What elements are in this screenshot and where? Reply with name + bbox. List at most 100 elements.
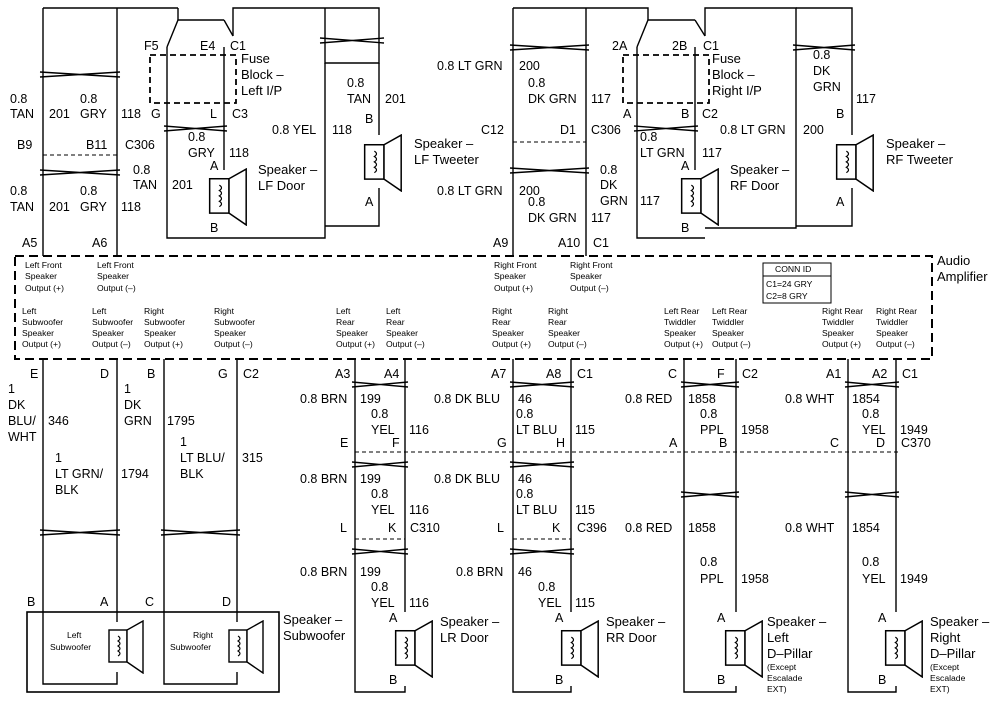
conn-c370: C370 bbox=[901, 436, 931, 450]
ld-pin-b: B bbox=[717, 673, 725, 687]
rf-door-ltgrn-size: 0.8 bbox=[640, 130, 657, 144]
lf-door-gry: GRY bbox=[188, 146, 216, 160]
sub-pin-d: D bbox=[100, 367, 109, 381]
lr-brn3: 0.8 BRN bbox=[300, 565, 347, 579]
rf-dkgrn-size: 0.8 bbox=[528, 76, 545, 90]
lr-yel3-c: 116 bbox=[409, 503, 429, 517]
amp-bl-5-2: Speaker bbox=[386, 328, 418, 338]
fuse-left-e4: E4 bbox=[200, 39, 215, 53]
amp-rf-pos-2: Speaker bbox=[494, 271, 526, 281]
rf-door-label-1: Speaker – bbox=[730, 162, 790, 177]
w3-circuit: 201 bbox=[49, 200, 70, 214]
rr-door-label-1: Speaker – bbox=[606, 614, 666, 629]
audio-amplifier-box bbox=[14, 255, 933, 360]
sub-pin-e: E bbox=[30, 367, 38, 381]
w2-circuit: 118 bbox=[121, 107, 141, 121]
ld-pin-a: A bbox=[717, 611, 726, 625]
lt-red: 0.8 RED bbox=[625, 392, 672, 406]
lf-door-gry-circ: 118 bbox=[229, 146, 249, 160]
lr-yel3: YEL bbox=[371, 503, 395, 517]
lf-door-tan-size: 0.8 bbox=[133, 163, 150, 177]
pin-c1-rf: C1 bbox=[593, 236, 609, 250]
fuse-right-2a: 2A bbox=[612, 39, 628, 53]
lf-door-gry-size: 0.8 bbox=[188, 130, 205, 144]
w315-1: LT BLU/ bbox=[180, 451, 225, 465]
rr-brn4: 0.8 BRN bbox=[456, 565, 503, 579]
sub-pin-g: G bbox=[218, 367, 228, 381]
pin-c2-lr: C2 bbox=[742, 367, 758, 381]
w1-size: 0.8 bbox=[10, 92, 27, 106]
amp-bl-10-3: Output (+) bbox=[822, 339, 861, 349]
rf-tweeter-speaker-icon bbox=[835, 134, 875, 192]
pin-a10: A10 bbox=[558, 236, 580, 250]
rr-dkblu: 0.8 DK BLU bbox=[434, 392, 500, 406]
amp-bl-8-2: Speaker bbox=[664, 328, 696, 338]
c1795: 1795 bbox=[167, 414, 195, 428]
amp-bl-4-0: Left bbox=[336, 306, 351, 316]
rf-tw-pin-a: A bbox=[836, 195, 845, 209]
w2-size: 0.8 bbox=[80, 92, 97, 106]
amp-bl-9-2: Speaker bbox=[712, 328, 744, 338]
amp-rf-neg-2: Speaker bbox=[570, 271, 602, 281]
amp-bl-4-2: Speaker bbox=[336, 328, 368, 338]
w346-2: BLU/ bbox=[8, 414, 36, 428]
amp-lf-pos-1: Left Front bbox=[25, 260, 62, 270]
lr-yel-s: 0.8 bbox=[371, 407, 388, 421]
rr-yel5: YEL bbox=[538, 596, 562, 610]
c346: 346 bbox=[48, 414, 69, 428]
amp-rf-pos-3: Output (+) bbox=[494, 283, 533, 293]
fuse-right-b: B bbox=[681, 107, 689, 121]
pin-f-lr: F bbox=[717, 367, 725, 381]
lf-tweeter-label-1: Speaker – bbox=[414, 136, 474, 151]
rr-brn4-c: 46 bbox=[518, 565, 532, 579]
pin-a3: A3 bbox=[335, 367, 350, 381]
amp-bl-1-3: Output (–) bbox=[92, 339, 131, 349]
amp-bl-6-2: Speaker bbox=[492, 328, 524, 338]
pin-c-c370: C bbox=[830, 436, 839, 450]
rt-yel-c: 1949 bbox=[900, 423, 928, 437]
amp-bl-9-3: Output (–) bbox=[712, 339, 751, 349]
rr-ltblu: LT BLU bbox=[516, 423, 557, 437]
conn-id-c1: C1=24 GRY bbox=[766, 279, 813, 289]
w315-2: BLK bbox=[180, 467, 204, 481]
amp-lf-neg-1: Left Front bbox=[97, 260, 134, 270]
fuse-right-a: A bbox=[623, 107, 632, 121]
lf-tweeter-label-2: LF Tweeter bbox=[414, 152, 479, 167]
amp-bl-6-0: Right bbox=[492, 306, 513, 316]
amp-bl-3-2: Speaker bbox=[214, 328, 246, 338]
rdp-label-2: Right bbox=[930, 630, 961, 645]
amp-bl-1-0: Left bbox=[92, 306, 107, 316]
rf-ltgrn-circ: 200 bbox=[519, 59, 540, 73]
w346-1: DK bbox=[8, 398, 26, 412]
ldp-label-4: (Except bbox=[767, 662, 797, 672]
conn-b9: B9 bbox=[17, 138, 32, 152]
rf-door-ltgrn-circ: 117 bbox=[702, 146, 722, 160]
rd-pin-b: B bbox=[878, 673, 886, 687]
amp-bl-5-1: Rear bbox=[386, 317, 405, 327]
lr-pin-a: A bbox=[389, 611, 398, 625]
lr-door-label-1: Speaker – bbox=[440, 614, 500, 629]
sub-bot-d: D bbox=[222, 595, 231, 609]
pin-a-c370: A bbox=[669, 436, 678, 450]
amp-bl-10-2: Speaker bbox=[822, 328, 854, 338]
amp-lf-pos-3: Output (+) bbox=[25, 283, 64, 293]
lr-yel3-s: 0.8 bbox=[371, 487, 388, 501]
lf-door-speaker-icon bbox=[208, 168, 248, 226]
rf-door-pin-a: A bbox=[681, 159, 690, 173]
ldp-label-3: D–Pillar bbox=[767, 646, 813, 661]
amp-bl-8-3: Output (+) bbox=[664, 339, 703, 349]
amp-bl-9-0: Left Rear bbox=[712, 306, 747, 316]
conn-c396: C396 bbox=[577, 521, 607, 535]
rr-dkblu-c: 46 bbox=[518, 392, 532, 406]
amp-bl-8-0: Left Rear bbox=[664, 306, 699, 316]
amp-top-labels: Left Front Speaker Output (+) Left Front… bbox=[25, 260, 613, 293]
lr-yel4-c: 116 bbox=[409, 596, 429, 610]
fuse-right-c1: C1 bbox=[703, 39, 719, 53]
amp-bl-2-2: Speaker bbox=[144, 328, 176, 338]
ldp-label-2: Left bbox=[767, 630, 789, 645]
rf-tw-c1: DK bbox=[813, 64, 831, 78]
fuse-left-f5: F5 bbox=[144, 39, 159, 53]
rr-pin-b: B bbox=[555, 673, 563, 687]
